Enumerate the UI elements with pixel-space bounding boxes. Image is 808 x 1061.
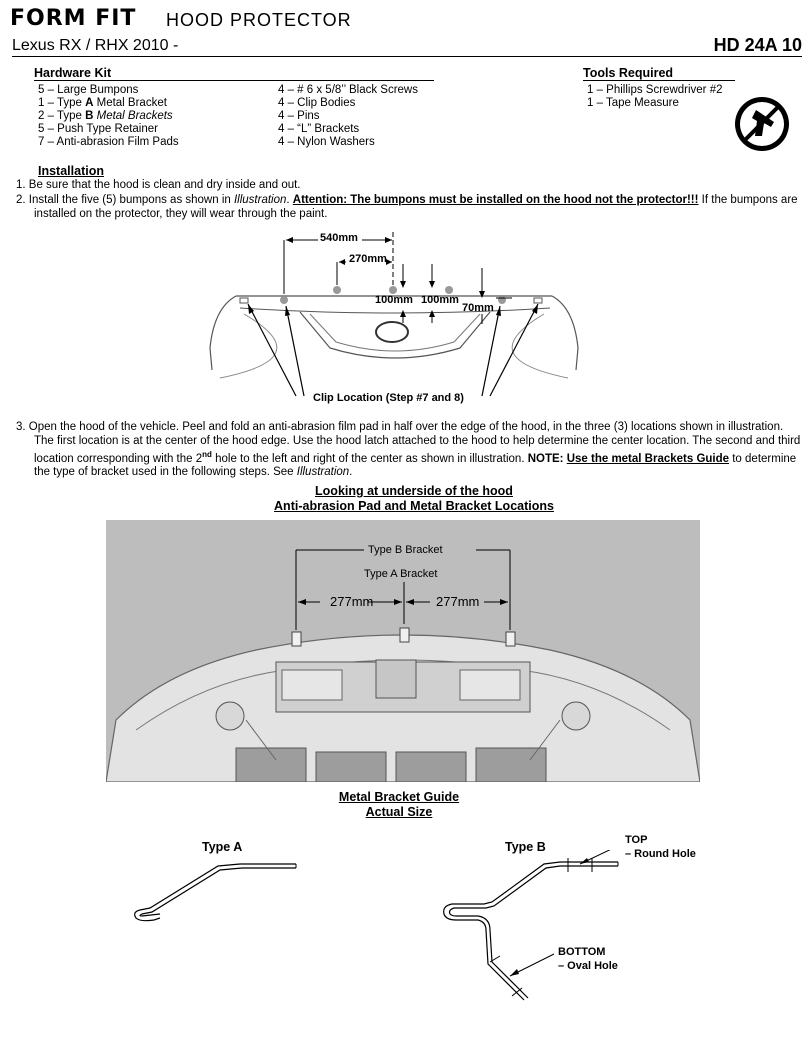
step-1: 1. Be sure that the hood is clean and dr… — [16, 179, 301, 191]
hardware-item: 2 – Type B Metal Brackets — [38, 110, 173, 122]
hardware-item: 7 – Anti-abrasion Film Pads — [38, 136, 179, 148]
hardware-item: 1 – Type A Metal Bracket — [38, 97, 167, 109]
header-rule — [12, 56, 802, 57]
part-number: HD 24A 10 — [713, 35, 802, 55]
hardware-item: 4 – Nylon Washers — [278, 136, 375, 148]
top-hole-desc: – Round Hole — [625, 848, 696, 860]
dim-100-label: 100mm — [375, 294, 413, 306]
hardware-item: 5 – Push Type Retainer — [38, 123, 158, 135]
product-name: HOOD PROTECTOR — [166, 10, 352, 30]
vehicle-model: Lexus RX / RHX 2010 - — [12, 37, 179, 54]
tools-title: Tools Required — [583, 66, 674, 80]
type-b-label: Type B — [505, 840, 546, 854]
type-a-bracket-label: Type A Bracket — [364, 568, 438, 580]
dim-100-label: 100mm — [421, 294, 459, 306]
hood-underside-image — [106, 520, 700, 782]
top-hole-label: TOP — [625, 834, 648, 846]
type-b-bracket-drawing — [443, 850, 619, 1001]
dim-70-label: 70mm — [462, 302, 494, 314]
underside-subtitle: Anti-abrasion Pad and Metal Bracket Loca… — [274, 499, 554, 513]
hardware-list-col1: 5 – Large Bumpons 1 – Type A Metal Brack… — [38, 84, 179, 149]
bottom-hole-desc: – Oval Hole — [558, 960, 618, 972]
power-drill-icon — [735, 97, 789, 151]
installation-title: Installation — [38, 164, 104, 178]
dim-270-label: 270mm — [349, 253, 387, 265]
hardware-item: 4 – # 6 x 5/8’’ Black Screws — [278, 84, 418, 96]
type-a-label: Type A — [202, 840, 243, 854]
bracket-guide-title: Metal Bracket Guide — [338, 790, 460, 804]
hardware-list-col2: 4 – # 6 x 5/8’’ Black Screws 4 – Clip Bo… — [278, 84, 418, 149]
bottom-hole-label: BOTTOM — [558, 946, 606, 958]
hardware-item: 4 – Clip Bodies — [278, 97, 356, 109]
clip-location-label: Clip Location (Step #7 and 8) — [313, 392, 464, 404]
bracket-guide-subtitle: Actual Size — [365, 805, 433, 819]
hardware-item: 4 – Pins — [278, 110, 320, 122]
tools-rule — [583, 80, 735, 81]
tool-item: 1 – Tape Measure — [587, 97, 679, 109]
hardware-kit-title: Hardware Kit — [34, 66, 112, 80]
type-a-bracket-drawing — [134, 863, 297, 922]
hardware-item: 5 – Large Bumpons — [38, 84, 139, 96]
tool-item: 1 – Phillips Screwdriver #2 — [587, 84, 723, 96]
bumpon-location-diagram — [209, 232, 579, 397]
hardware-kit-rule — [34, 80, 434, 81]
dim-277-left: 277mm — [330, 594, 374, 609]
step-2: 2. Install the five (5) bumpons as shown… — [16, 194, 798, 220]
brand-logo: FORM FIT — [10, 6, 137, 31]
step-3: 3. Open the hood of the vehicle. Peel an… — [16, 421, 801, 479]
tools-list: 1 – Phillips Screwdriver #2 1 – Tape Mea… — [587, 84, 723, 110]
dim-277-right: 277mm — [436, 594, 480, 609]
underside-title: Looking at underside of the hood — [315, 484, 513, 498]
hardware-item: 4 – “L” Brackets — [278, 123, 360, 135]
dim-540-label: 540mm — [320, 232, 358, 244]
type-b-bracket-label: Type B Bracket — [368, 544, 443, 556]
